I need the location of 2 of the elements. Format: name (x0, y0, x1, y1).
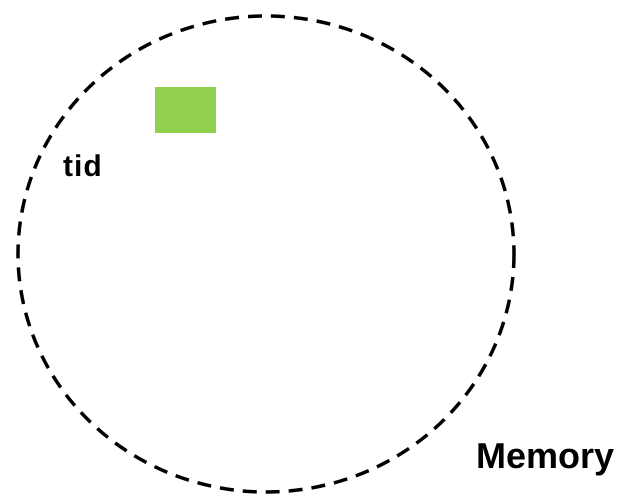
region-label: Memory (476, 436, 614, 476)
field-label: tid (63, 150, 103, 183)
